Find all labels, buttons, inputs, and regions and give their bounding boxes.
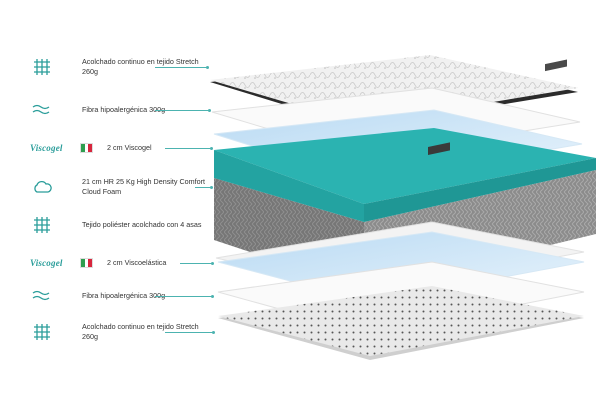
legend-label: 21 cm HR 25 Kg High Density Comfort Clou… bbox=[82, 177, 206, 196]
leader-line bbox=[155, 67, 207, 68]
legend-row: Acolchado continuo en tejido Stretch 260… bbox=[30, 320, 207, 344]
layer-foam-core bbox=[214, 59, 596, 290]
legend-row: Fibra hipoalergénica 300g bbox=[30, 98, 165, 122]
italy-flag-icon bbox=[80, 143, 93, 153]
leader-line bbox=[165, 332, 213, 333]
leader-line bbox=[155, 110, 209, 111]
legend-label: Fibra hipoalergénica 300g bbox=[82, 291, 166, 300]
quilt-grid-icon bbox=[30, 320, 54, 344]
legend-row: Viscogel 2 cm Viscogel bbox=[30, 136, 152, 160]
layer-bottom-quilt bbox=[218, 286, 584, 360]
leader-line bbox=[180, 263, 212, 264]
leader-dot bbox=[211, 262, 214, 265]
leader-dot bbox=[210, 147, 213, 150]
leader-dot bbox=[210, 186, 213, 189]
leader-line bbox=[155, 296, 212, 297]
leader-dot bbox=[212, 331, 215, 334]
italy-flag-icon bbox=[80, 258, 93, 268]
fiber-wave-icon bbox=[30, 284, 54, 308]
legend-label: 2 cm Viscoelástica bbox=[107, 258, 167, 267]
legend-label: Fibra hipoalergénica 300g bbox=[82, 105, 166, 114]
quilt-grid-icon bbox=[30, 55, 54, 79]
leader-dot bbox=[211, 295, 214, 298]
legend-label: Acolchado continuo en tejido Stretch 260… bbox=[82, 322, 199, 341]
legend-label: 2 cm Viscogel bbox=[107, 143, 152, 152]
leader-dot bbox=[206, 66, 209, 69]
viscogel-logo: Viscogel bbox=[30, 143, 63, 153]
leader-line bbox=[165, 148, 211, 149]
legend-row: Tejido poliéster acolchado con 4 asas bbox=[30, 213, 207, 237]
leader-line bbox=[195, 187, 211, 188]
legend-row: Viscogel 2 cm Viscoelástica bbox=[30, 251, 166, 275]
cloud-icon bbox=[30, 175, 54, 199]
fiber-wave-icon bbox=[30, 98, 54, 122]
leader-dot bbox=[208, 109, 211, 112]
legend-label: Acolchado continuo en tejido Stretch 260… bbox=[82, 57, 199, 76]
legend-row: Acolchado continuo en tejido Stretch 260… bbox=[30, 55, 207, 79]
legend-row: 21 cm HR 25 Kg High Density Comfort Clou… bbox=[30, 175, 207, 199]
viscogel-logo: Viscogel bbox=[30, 258, 63, 268]
legend-label: Tejido poliéster acolchado con 4 asas bbox=[82, 220, 202, 229]
legend-row: Fibra hipoalergénica 300g bbox=[30, 284, 165, 308]
quilt-grid-icon bbox=[30, 213, 54, 237]
